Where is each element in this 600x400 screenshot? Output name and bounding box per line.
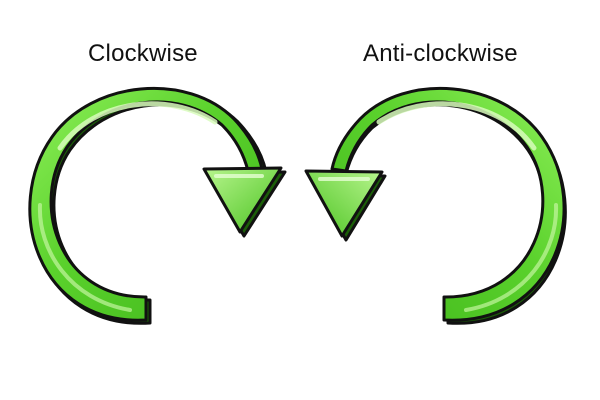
clockwise-label: Clockwise xyxy=(88,40,198,67)
anticlockwise-label: Anti-clockwise xyxy=(363,40,518,67)
clockwise-arrow-icon xyxy=(28,86,287,325)
anticlockwise-arrow-icon xyxy=(304,86,567,325)
